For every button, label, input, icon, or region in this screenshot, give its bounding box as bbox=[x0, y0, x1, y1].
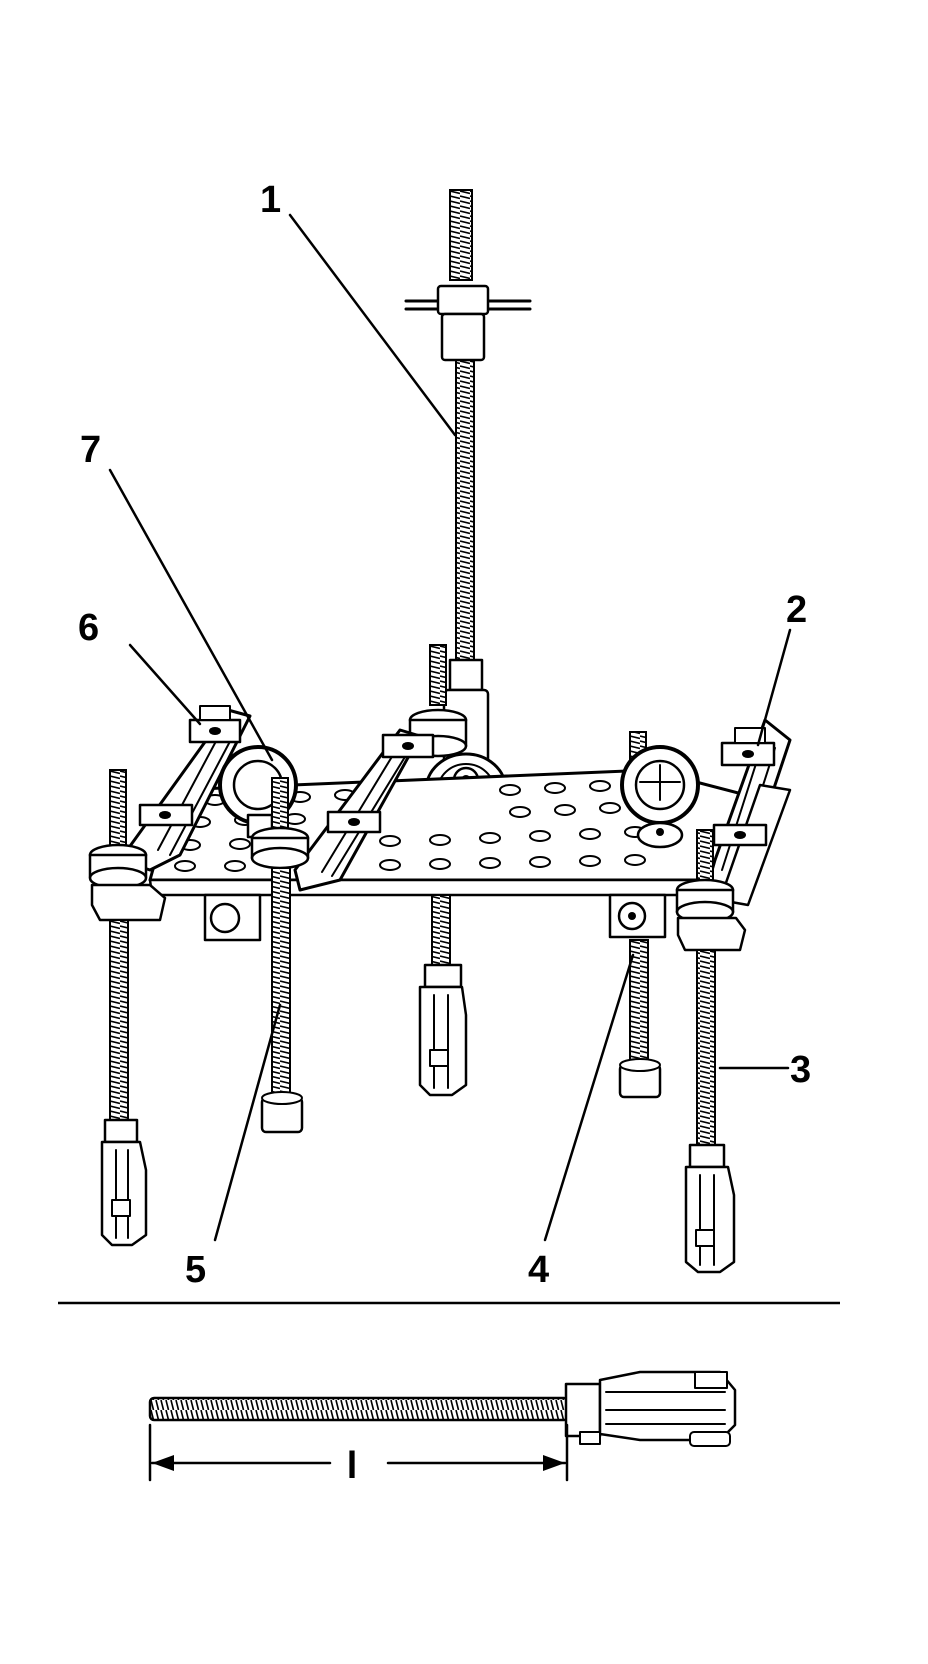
dimension-line-l bbox=[148, 1423, 569, 1482]
center-right-screw bbox=[618, 939, 662, 1099]
clamp-block-right-rear bbox=[720, 727, 776, 767]
right-eye-bolt bbox=[620, 745, 700, 849]
leader-lines bbox=[108, 213, 792, 1242]
callout-4: 4 bbox=[528, 1249, 549, 1291]
callout-3: 3 bbox=[790, 1049, 811, 1091]
callout-7: 7 bbox=[80, 429, 101, 471]
clamp-block-center bbox=[326, 733, 435, 834]
clamp-block-right-front bbox=[712, 823, 768, 847]
front-right-leg bbox=[684, 949, 736, 1274]
callout-5: 5 bbox=[185, 1249, 206, 1291]
callout-1: 1 bbox=[260, 179, 281, 221]
under-bracket-left bbox=[203, 893, 262, 942]
clamp-block-left-rear bbox=[188, 705, 242, 744]
callout-2: 2 bbox=[786, 589, 807, 631]
center-left-screw bbox=[260, 867, 304, 1134]
center-rear-leg bbox=[418, 894, 468, 1097]
leg-detail-assembly bbox=[148, 1370, 737, 1447]
front-left-leg bbox=[100, 919, 148, 1247]
front-left-stud-top bbox=[88, 769, 167, 922]
callout-6: 6 bbox=[78, 607, 99, 649]
clamp-block-left-front bbox=[138, 803, 194, 827]
dimension-label-l: l bbox=[347, 1445, 358, 1487]
under-bracket-right bbox=[608, 893, 667, 939]
front-right-stud-top bbox=[675, 829, 747, 952]
center-left-stud-top bbox=[250, 777, 310, 870]
